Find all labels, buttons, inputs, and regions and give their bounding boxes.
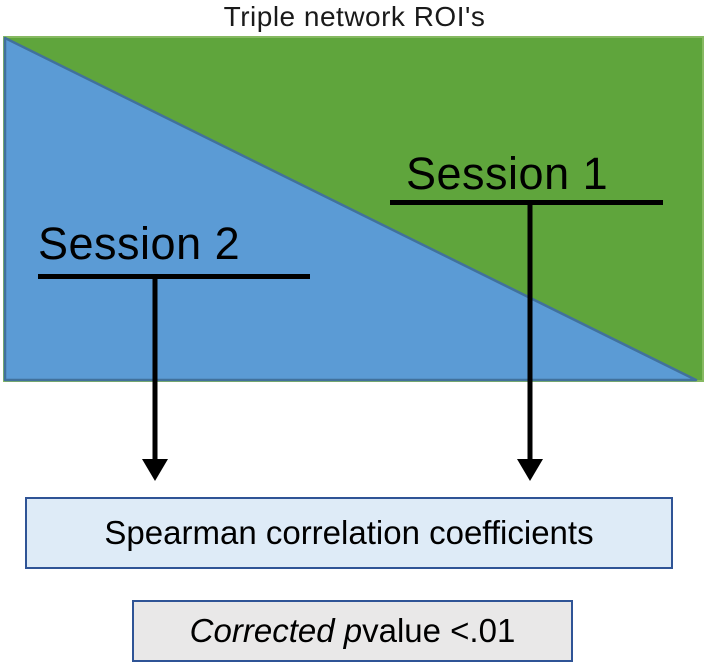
figure-title: Triple network ROI's [223,1,486,32]
corrected-p-box-label-regular: value <.01 [362,612,516,649]
session2-underline [38,274,310,279]
session2-label: Session 2 [38,218,241,269]
spearman-box: Spearman correlation coefficients [25,497,673,569]
session1-down-arrow-icon [517,203,543,481]
spearman-box-label: Spearman correlation coefficients [104,514,594,551]
corrected-p-box-label-italic: Corrected p [189,612,363,649]
session2-arrowhead-icon [142,459,168,481]
session1-label: Session 1 [406,148,609,199]
corrected-p-box: Corrected p value <.01 [132,600,573,662]
session2-blue-region [3,36,698,382]
session1-underline [390,200,663,205]
session1-arrowhead-icon [517,459,543,481]
session2-down-arrow-icon [142,277,168,481]
